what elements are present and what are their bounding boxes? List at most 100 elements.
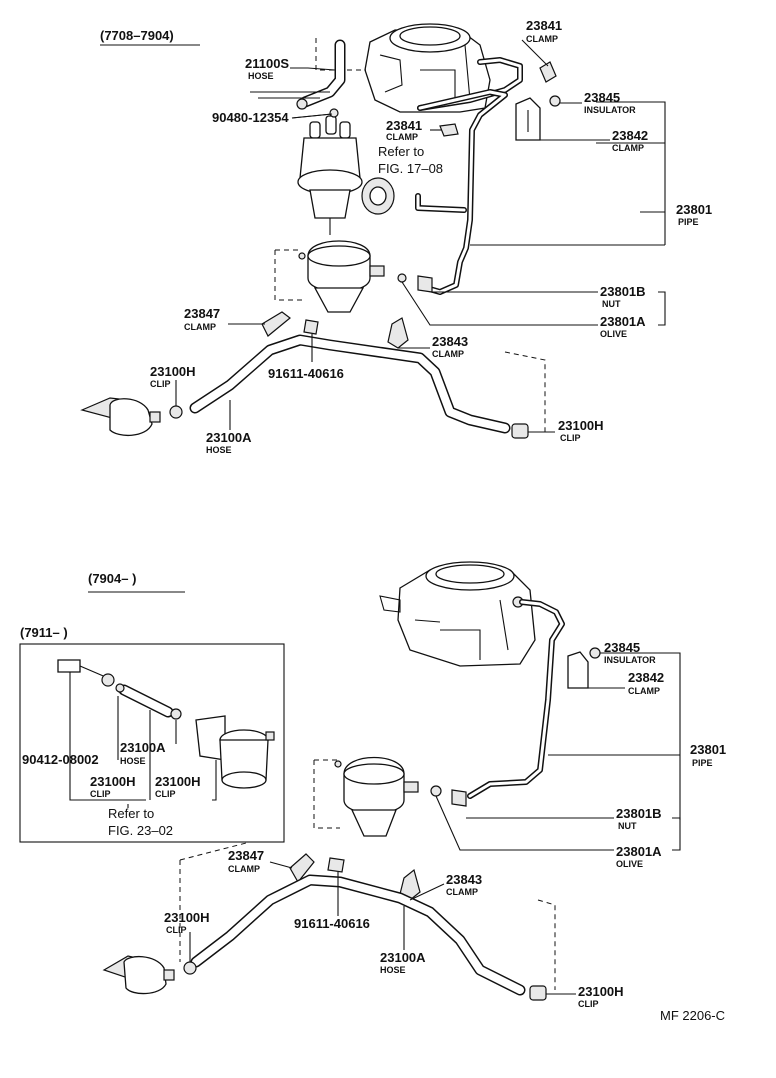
clamp-23847 xyxy=(261,311,291,337)
clip-23100H-right xyxy=(511,423,529,439)
olive-23801A xyxy=(397,273,407,283)
hose-connector xyxy=(296,98,308,110)
section-top: (7708–7904) xyxy=(80,18,712,455)
label-23100H-left-b-num: 23100H xyxy=(164,910,210,925)
inset-label-90412-num: 90412-08002 xyxy=(22,752,99,767)
label-23100H-left-name: CLIP xyxy=(150,379,171,389)
clamp-23841-a xyxy=(539,61,557,83)
label-23801Bb-name: NUT xyxy=(618,821,637,831)
label-23847b-name: CLAMP xyxy=(228,864,260,874)
label-23100H-right-b-num: 23100H xyxy=(578,984,624,999)
label-23845b-name: INSULATOR xyxy=(604,655,656,665)
top-ref-line1: Refer to xyxy=(378,144,424,159)
insulator-23845-bottom xyxy=(589,647,601,659)
clip-23100H-left-bottom xyxy=(183,961,197,975)
label-23801Ab-num: 23801A xyxy=(616,844,662,859)
label-23100H-right-name: CLIP xyxy=(560,433,581,443)
clamp-23843 xyxy=(387,317,409,349)
label-23801A-num: 23801A xyxy=(600,314,646,329)
label-23100Ab-num: 23100A xyxy=(380,950,426,965)
label-23100A-name: HOSE xyxy=(206,445,232,455)
clip-23100H-left xyxy=(169,405,183,419)
label-23100H-left-num: 23100H xyxy=(150,364,196,379)
label-23847b-num: 23847 xyxy=(228,848,264,863)
carburetor-bottom xyxy=(379,561,536,667)
bottom-range-label: (7904– ) xyxy=(88,571,136,586)
bolt-91611 xyxy=(303,319,319,335)
label-91611b-num: 91611-40616 xyxy=(294,916,370,931)
hose-dash-bracket xyxy=(315,38,366,71)
inset-label-23100A-name: HOSE xyxy=(120,756,146,766)
inset-label-23100Ha-name: CLIP xyxy=(90,789,111,799)
label-23801b-num: 23801 xyxy=(690,742,726,757)
label-23801-name: PIPE xyxy=(678,217,699,227)
label-23841b-num: 23841 xyxy=(386,118,422,133)
label-23801-num: 23801 xyxy=(676,202,712,217)
label-23801B-num: 23801B xyxy=(600,284,646,299)
label-23845b-num: 23845 xyxy=(604,640,640,655)
label-23841a-num: 23841 xyxy=(526,18,562,33)
label-91611-num: 91611-40616 xyxy=(268,366,344,381)
label-23842b-num: 23842 xyxy=(628,670,664,685)
label-23841b-name: CLAMP xyxy=(386,132,418,142)
inset-range-label: (7911– ) xyxy=(20,625,68,640)
label-23842-num: 23842 xyxy=(612,128,648,143)
bolt-90412 xyxy=(57,659,81,673)
insulator-23845 xyxy=(549,95,561,107)
nut-23801B-bottom xyxy=(451,789,467,807)
inset-label-23100Hb-num: 23100H xyxy=(155,774,201,789)
inset-ref-line2: FIG. 23–02 xyxy=(108,823,173,838)
fuel-filter-bottom xyxy=(102,955,175,995)
label-23100H-right-num: 23100H xyxy=(558,418,604,433)
figure-code: MF 2206-C xyxy=(660,1008,725,1023)
carburetor-top xyxy=(364,23,491,113)
inset-frame xyxy=(19,643,285,843)
label-23843b-num: 23843 xyxy=(446,872,482,887)
section-bottom: (7904– ) (7911– ) xyxy=(19,561,726,1009)
fuel-filter-top xyxy=(80,397,161,436)
label-23845-name: INSULATOR xyxy=(584,105,636,115)
inset-7911: (7911– ) 90412-080 xyxy=(19,625,285,843)
inset-clip-a xyxy=(115,683,125,693)
inset-ref-line1: Refer to xyxy=(108,806,154,821)
label-23100Ab-name: HOSE xyxy=(380,965,406,975)
top-range-label: (7708–7904) xyxy=(100,28,174,43)
pipe-23801 xyxy=(417,89,508,295)
label-23842-name: CLAMP xyxy=(612,143,644,153)
label-23847-num: 23847 xyxy=(184,306,220,321)
label-23843-num: 23843 xyxy=(432,334,468,349)
label-90480-num: 90480-12354 xyxy=(212,110,289,125)
inset-label-23100Hb-name: CLIP xyxy=(155,789,176,799)
label-23801b-name: PIPE xyxy=(692,758,713,768)
inset-clip-b xyxy=(170,708,182,720)
clamp-23842-bottom xyxy=(567,651,589,689)
label-23100H-right-b-name: CLIP xyxy=(578,999,599,1009)
fuel-pump-top xyxy=(298,240,385,313)
nut-23801B xyxy=(417,275,433,293)
label-23100A-num: 23100A xyxy=(206,430,252,445)
olive-23801A-bottom xyxy=(430,785,442,797)
label-23843-name: CLAMP xyxy=(432,349,464,359)
label-23841a-name: CLAMP xyxy=(526,34,558,44)
fuel-pump-bottom xyxy=(334,756,419,837)
distributor xyxy=(297,115,395,235)
label-23100H-left-b-name: CLIP xyxy=(166,925,187,935)
label-23842b-name: CLAMP xyxy=(628,686,660,696)
bolt-91611-bottom xyxy=(327,857,345,873)
clamp-23843-bottom xyxy=(399,868,421,901)
inset-label-23100Ha-num: 23100H xyxy=(90,774,136,789)
label-23801Bb-num: 23801B xyxy=(616,806,662,821)
label-23845-num: 23845 xyxy=(584,90,620,105)
label-23801B-name: NUT xyxy=(602,299,621,309)
label-23847-name: CLAMP xyxy=(184,322,216,332)
top-ref-line2: FIG. 17–08 xyxy=(378,161,443,176)
label-21100S-num: 21100S xyxy=(245,56,289,71)
inset-label-23100A-num: 23100A xyxy=(120,740,166,755)
label-23843b-name: CLAMP xyxy=(446,887,478,897)
clip-23100H-right-bottom xyxy=(529,985,547,1001)
inset-fuel-filter xyxy=(219,729,275,789)
label-23801Ab-name: OLIVE xyxy=(616,859,643,869)
label-21100S-name: HOSE xyxy=(248,71,274,81)
label-23801A-name: OLIVE xyxy=(600,329,627,339)
